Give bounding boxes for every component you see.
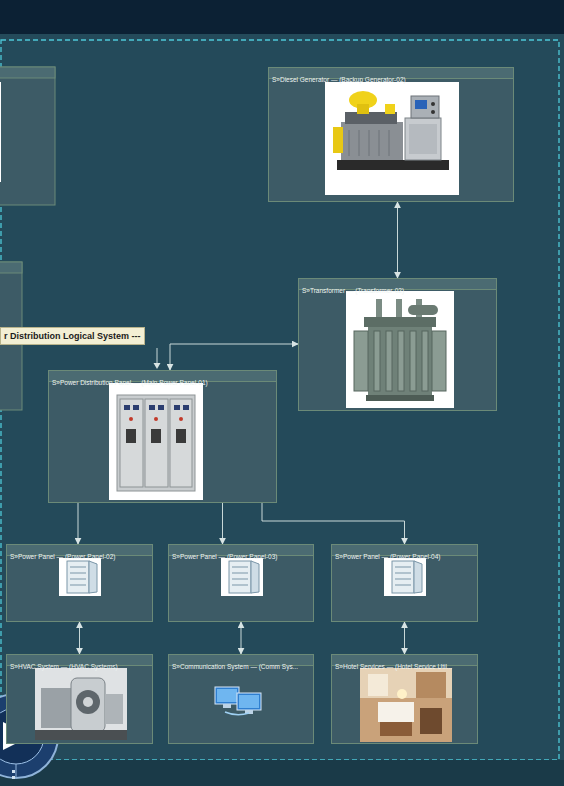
hotel-picture [360,668,452,742]
block-box: S»Power Panel — (Power Panel-03) [168,544,314,622]
connector-line [78,503,79,544]
tooltip-label: r Distribution Logical System --- [0,327,145,345]
hvac-picture [35,668,127,740]
connector-line [222,503,223,544]
header-bar: S»Power Panel — (Power Panel-02) [7,545,152,556]
block-box: S»Transformer — (Transformer-02) [298,278,497,411]
partial-box [0,67,55,205]
top-band [0,0,564,34]
leader-line [154,348,161,369]
block-title: S»Power Panel — (Power Panel-03) [172,553,278,560]
generator-picture [325,82,459,195]
panel-icon [384,558,426,596]
connector-line [170,344,298,370]
block-box: S»Power Panel — (Power Panel-04) [331,544,478,622]
bottom-band [0,760,564,786]
header-bar: S»Communication System — (Comm Sys... [169,655,313,666]
connector-line [241,622,242,654]
block-title: S»Power Panel — (Power Panel-04) [335,553,441,560]
block-box: S»HVAC System — (HVAC Systems) [6,654,153,744]
block-box: S»Hotel Services — (Hotel Service Util..… [331,654,478,744]
panel-icon [59,558,101,596]
header-bar: S»Transformer — (Transformer-02) [299,279,496,290]
block-title: S»HVAC System — (HVAC Systems) [10,663,118,670]
block-box: S»Power Distribution Panel — (Main Power… [48,370,277,503]
header-bar: S»HVAC System — (HVAC Systems) [7,655,152,666]
block-title: S»Transformer — (Transformer-02) [302,287,404,294]
connector-line [404,622,405,654]
panel-icon [221,558,263,596]
computers-icon [213,683,263,717]
block-box: S»Communication System — (Comm Sys... [168,654,314,744]
panel-picture [109,383,203,500]
header-bar: S»Power Panel — (Power Panel-03) [169,545,313,556]
connector-line [79,622,80,654]
header-bar: S»Power Panel — (Power Panel-04) [332,545,477,556]
block-box: S»Diesel Generator — (Backup Generator-0… [268,67,514,202]
block-title: S»Power Distribution Panel — (Main Power… [52,379,208,386]
block-title: S»Hotel Services — (Hotel Service Util..… [335,663,452,670]
block-title: S»Communication System — (Comm Sys... [172,663,298,670]
connector-line [397,202,398,278]
connector-line [262,503,405,544]
block-title: S»Diesel Generator — (Backup Generator-0… [272,76,406,83]
block-box: S»Power Panel — (Power Panel-02) [6,544,153,622]
header-bar: S»Hotel Services — (Hotel Service Util..… [332,655,477,666]
transformer-picture [346,291,454,408]
block-title: S»Power Panel — (Power Panel-02) [10,553,116,560]
header-bar: S»Power Distribution Panel — (Main Power… [49,371,276,382]
header-bar: S»Diesel Generator — (Backup Generator-0… [269,68,513,79]
frame-border [1,40,559,760]
